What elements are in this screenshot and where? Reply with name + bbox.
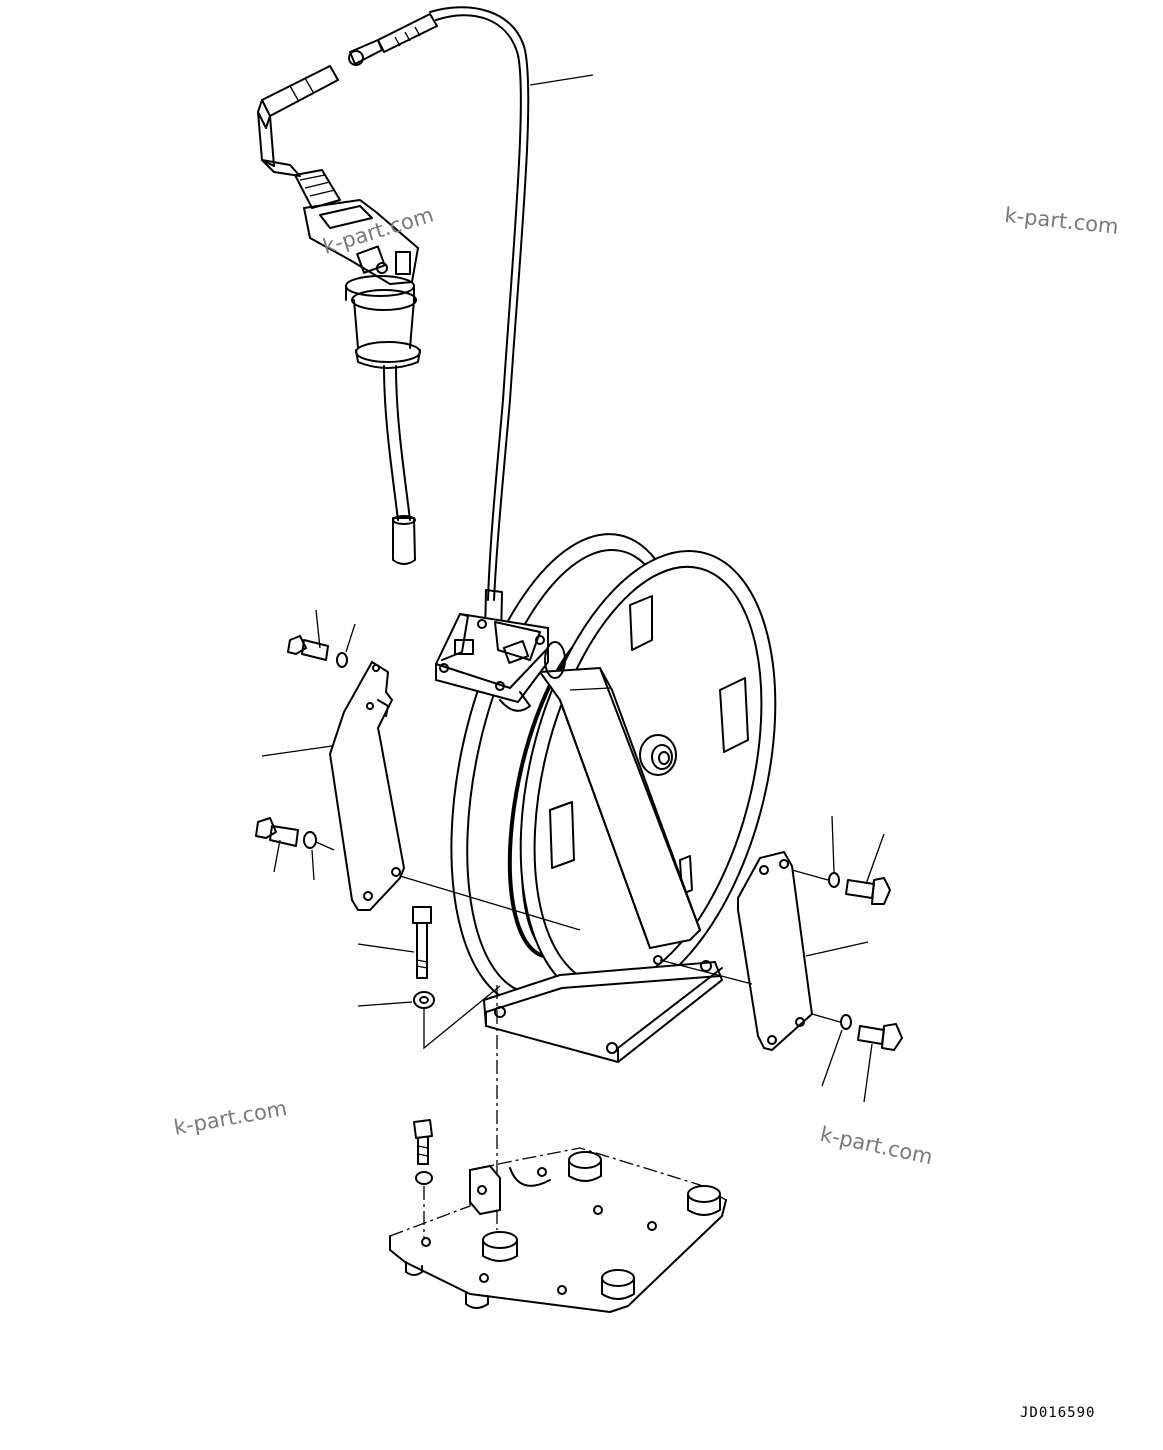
right-cover-plate (659, 850, 869, 1052)
bolt-left-lower (255, 817, 299, 873)
mounting-base-plate (389, 1147, 727, 1313)
hose-nozzle (257, 13, 438, 565)
bolt-base (413, 1119, 433, 1165)
washer-base (415, 1171, 433, 1238)
drawing-number: JD016590 (1020, 1405, 1096, 1421)
bolt-vertical (357, 906, 432, 979)
hose (429, 6, 594, 691)
washer-right-upper (791, 815, 840, 888)
washer-vertical (357, 985, 501, 1050)
bolt-right-upper (845, 833, 891, 905)
washer-left-lower (303, 831, 335, 881)
bolt-right-lower (857, 1023, 903, 1103)
washer-right-lower (811, 1013, 852, 1087)
left-cover-plate (261, 660, 581, 931)
bolt-left-upper (287, 609, 329, 661)
washer-left-upper (336, 623, 356, 668)
hose-reel (435, 533, 777, 1230)
